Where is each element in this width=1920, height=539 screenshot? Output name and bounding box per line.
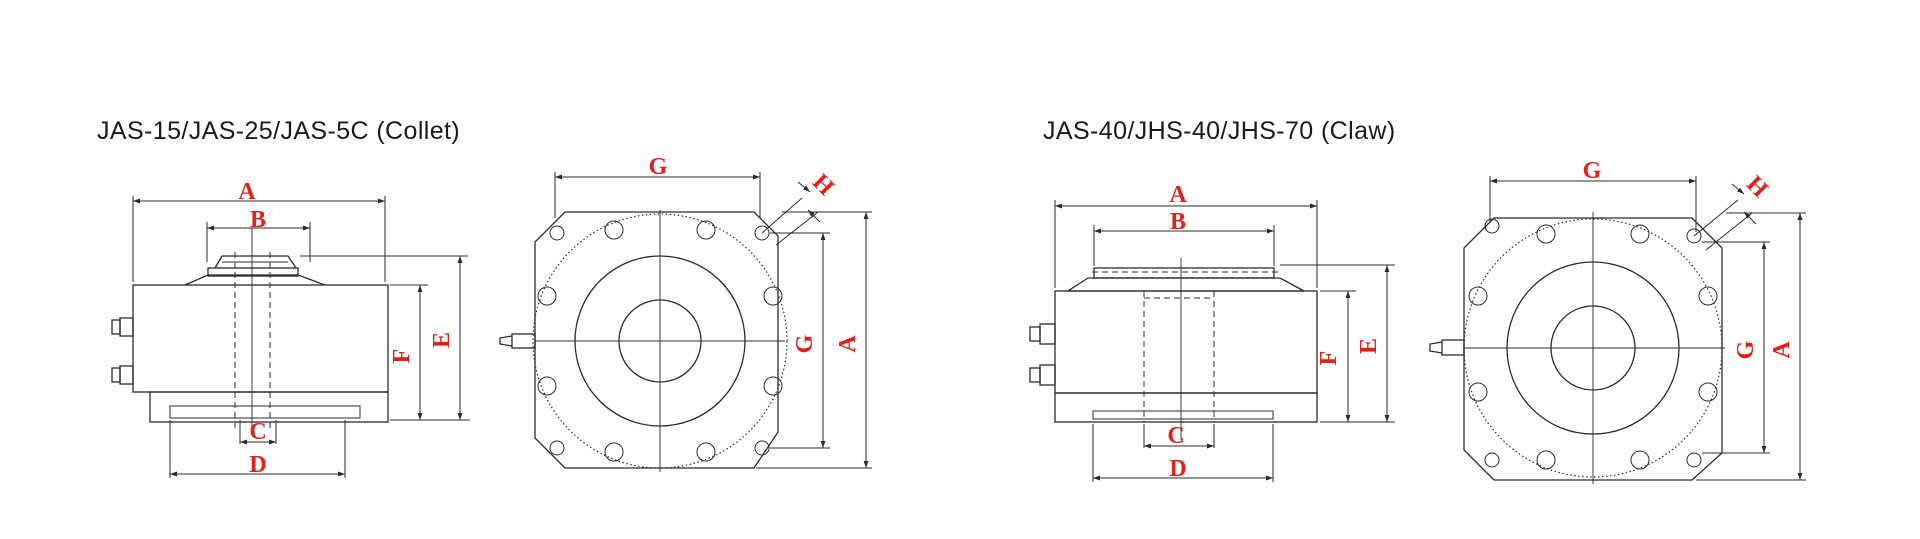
dim-label-C: C [249, 419, 266, 445]
dim-label-C: C [1167, 423, 1184, 449]
dim-label-G: G [649, 154, 668, 180]
dim-label-E: E [1356, 338, 1382, 354]
dim-label-G-vertical: G [1733, 340, 1759, 359]
collet-model-title: JAS-15/JAS-25/JAS-5C (Collet) [97, 117, 461, 145]
collet-side-view: A B C D F E [111, 179, 470, 478]
dim-label-G-vertical: G [792, 334, 818, 353]
dim-label-A: A [1169, 182, 1187, 208]
dim-label-H: H [807, 169, 839, 201]
claw-model-title: JAS-40/JHS-40/JHS-70 (Claw) [1043, 117, 1396, 145]
claw-side-view: A B C D F E [1029, 182, 1395, 482]
collet-top-view: G H G A [499, 154, 872, 472]
claw-top-view: G H G A [1429, 158, 1806, 484]
dim-label-B: B [250, 207, 266, 233]
dim-label-H: H [1741, 171, 1773, 203]
dim-label-D: D [249, 452, 266, 478]
dim-label-D: D [1169, 456, 1186, 482]
dim-label-B: B [1170, 209, 1186, 235]
dim-label-A: A [238, 179, 256, 205]
dim-label-E: E [429, 332, 455, 348]
dim-label-G: G [1583, 158, 1602, 184]
dim-label-F: F [1316, 351, 1342, 366]
dim-label-F: F [389, 349, 415, 364]
dim-label-A-vertical: A [835, 335, 861, 353]
dim-label-A-vertical: A [1769, 341, 1795, 359]
